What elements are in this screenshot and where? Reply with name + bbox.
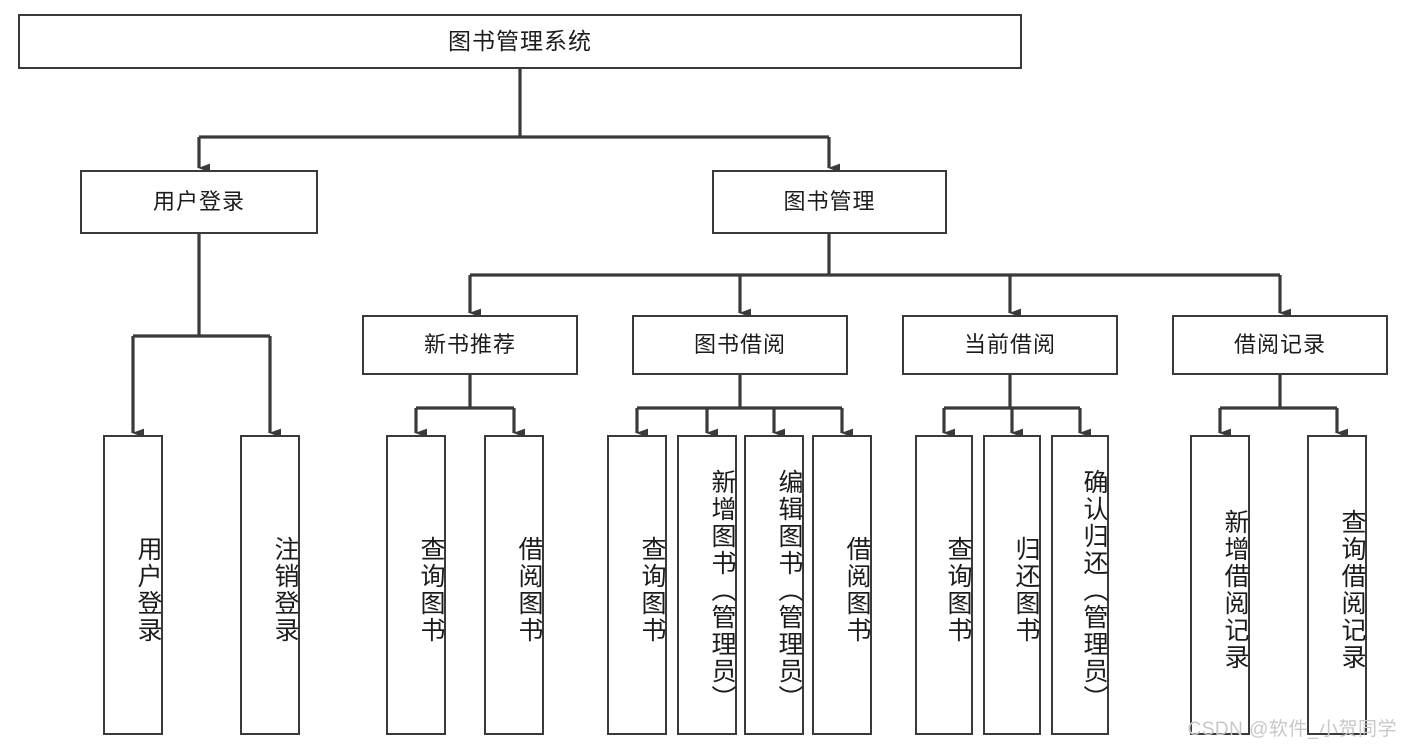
node-label: 归还图书 — [1012, 536, 1040, 644]
node-label: 编辑图书（管理员） — [775, 468, 803, 712]
watermark-text: CSDN @软件_小贺同学 — [1187, 719, 1397, 740]
node-label: 新书推荐 — [423, 331, 516, 357]
leaf-borrow-book[interactable]: 借阅图书 — [812, 435, 872, 735]
leaf-query-books-borrow[interactable]: 查询图书 — [607, 435, 667, 735]
node-current-borrow[interactable]: 当前借阅 — [902, 315, 1118, 375]
leaf-add-book-admin[interactable]: 新增图书（管理员） — [677, 435, 737, 735]
node-label: 新增图书（管理员） — [708, 468, 736, 712]
node-label: 图书管理 — [783, 188, 876, 214]
node-label: 确认归还（管理员） — [1080, 468, 1108, 712]
node-label: 用户登录 — [134, 536, 162, 644]
node-label: 图书借阅 — [693, 331, 786, 357]
node-label: 借阅图书 — [515, 536, 543, 644]
node-label: 注销登录 — [271, 536, 299, 644]
node-label: 用户登录 — [152, 188, 245, 214]
leaf-borrow-books-recommend[interactable]: 借阅图书 — [484, 435, 544, 735]
node-label: 查询图书 — [417, 536, 445, 644]
leaf-logout[interactable]: 注销登录 — [240, 435, 300, 735]
leaf-query-books-recommend[interactable]: 查询图书 — [386, 435, 446, 735]
node-book-borrow[interactable]: 图书借阅 — [632, 315, 848, 375]
leaf-query-books-current[interactable]: 查询图书 — [915, 435, 973, 735]
leaf-confirm-return-admin[interactable]: 确认归还（管理员） — [1051, 435, 1109, 735]
node-book-management[interactable]: 图书管理 — [712, 170, 947, 234]
node-label: 借阅图书 — [843, 536, 871, 644]
leaf-user-login[interactable]: 用户登录 — [103, 435, 163, 735]
node-root-system[interactable]: 图书管理系统 — [18, 14, 1022, 69]
node-label: 借阅记录 — [1233, 331, 1326, 357]
node-label: 当前借阅 — [963, 331, 1056, 357]
leaf-query-borrow-record[interactable]: 查询借阅记录 — [1307, 435, 1367, 735]
node-new-book-recommend[interactable]: 新书推荐 — [362, 315, 578, 375]
node-label: 新增借阅记录 — [1221, 509, 1249, 671]
node-label: 查询图书 — [638, 536, 666, 644]
node-borrow-records[interactable]: 借阅记录 — [1172, 315, 1388, 375]
leaf-edit-book-admin[interactable]: 编辑图书（管理员） — [744, 435, 804, 735]
node-label: 查询图书 — [944, 536, 972, 644]
node-label: 查询借阅记录 — [1338, 509, 1366, 671]
node-label: 图书管理系统 — [448, 27, 592, 54]
leaf-return-book[interactable]: 归还图书 — [983, 435, 1041, 735]
leaf-add-borrow-record[interactable]: 新增借阅记录 — [1190, 435, 1250, 735]
node-user-login[interactable]: 用户登录 — [80, 170, 318, 234]
